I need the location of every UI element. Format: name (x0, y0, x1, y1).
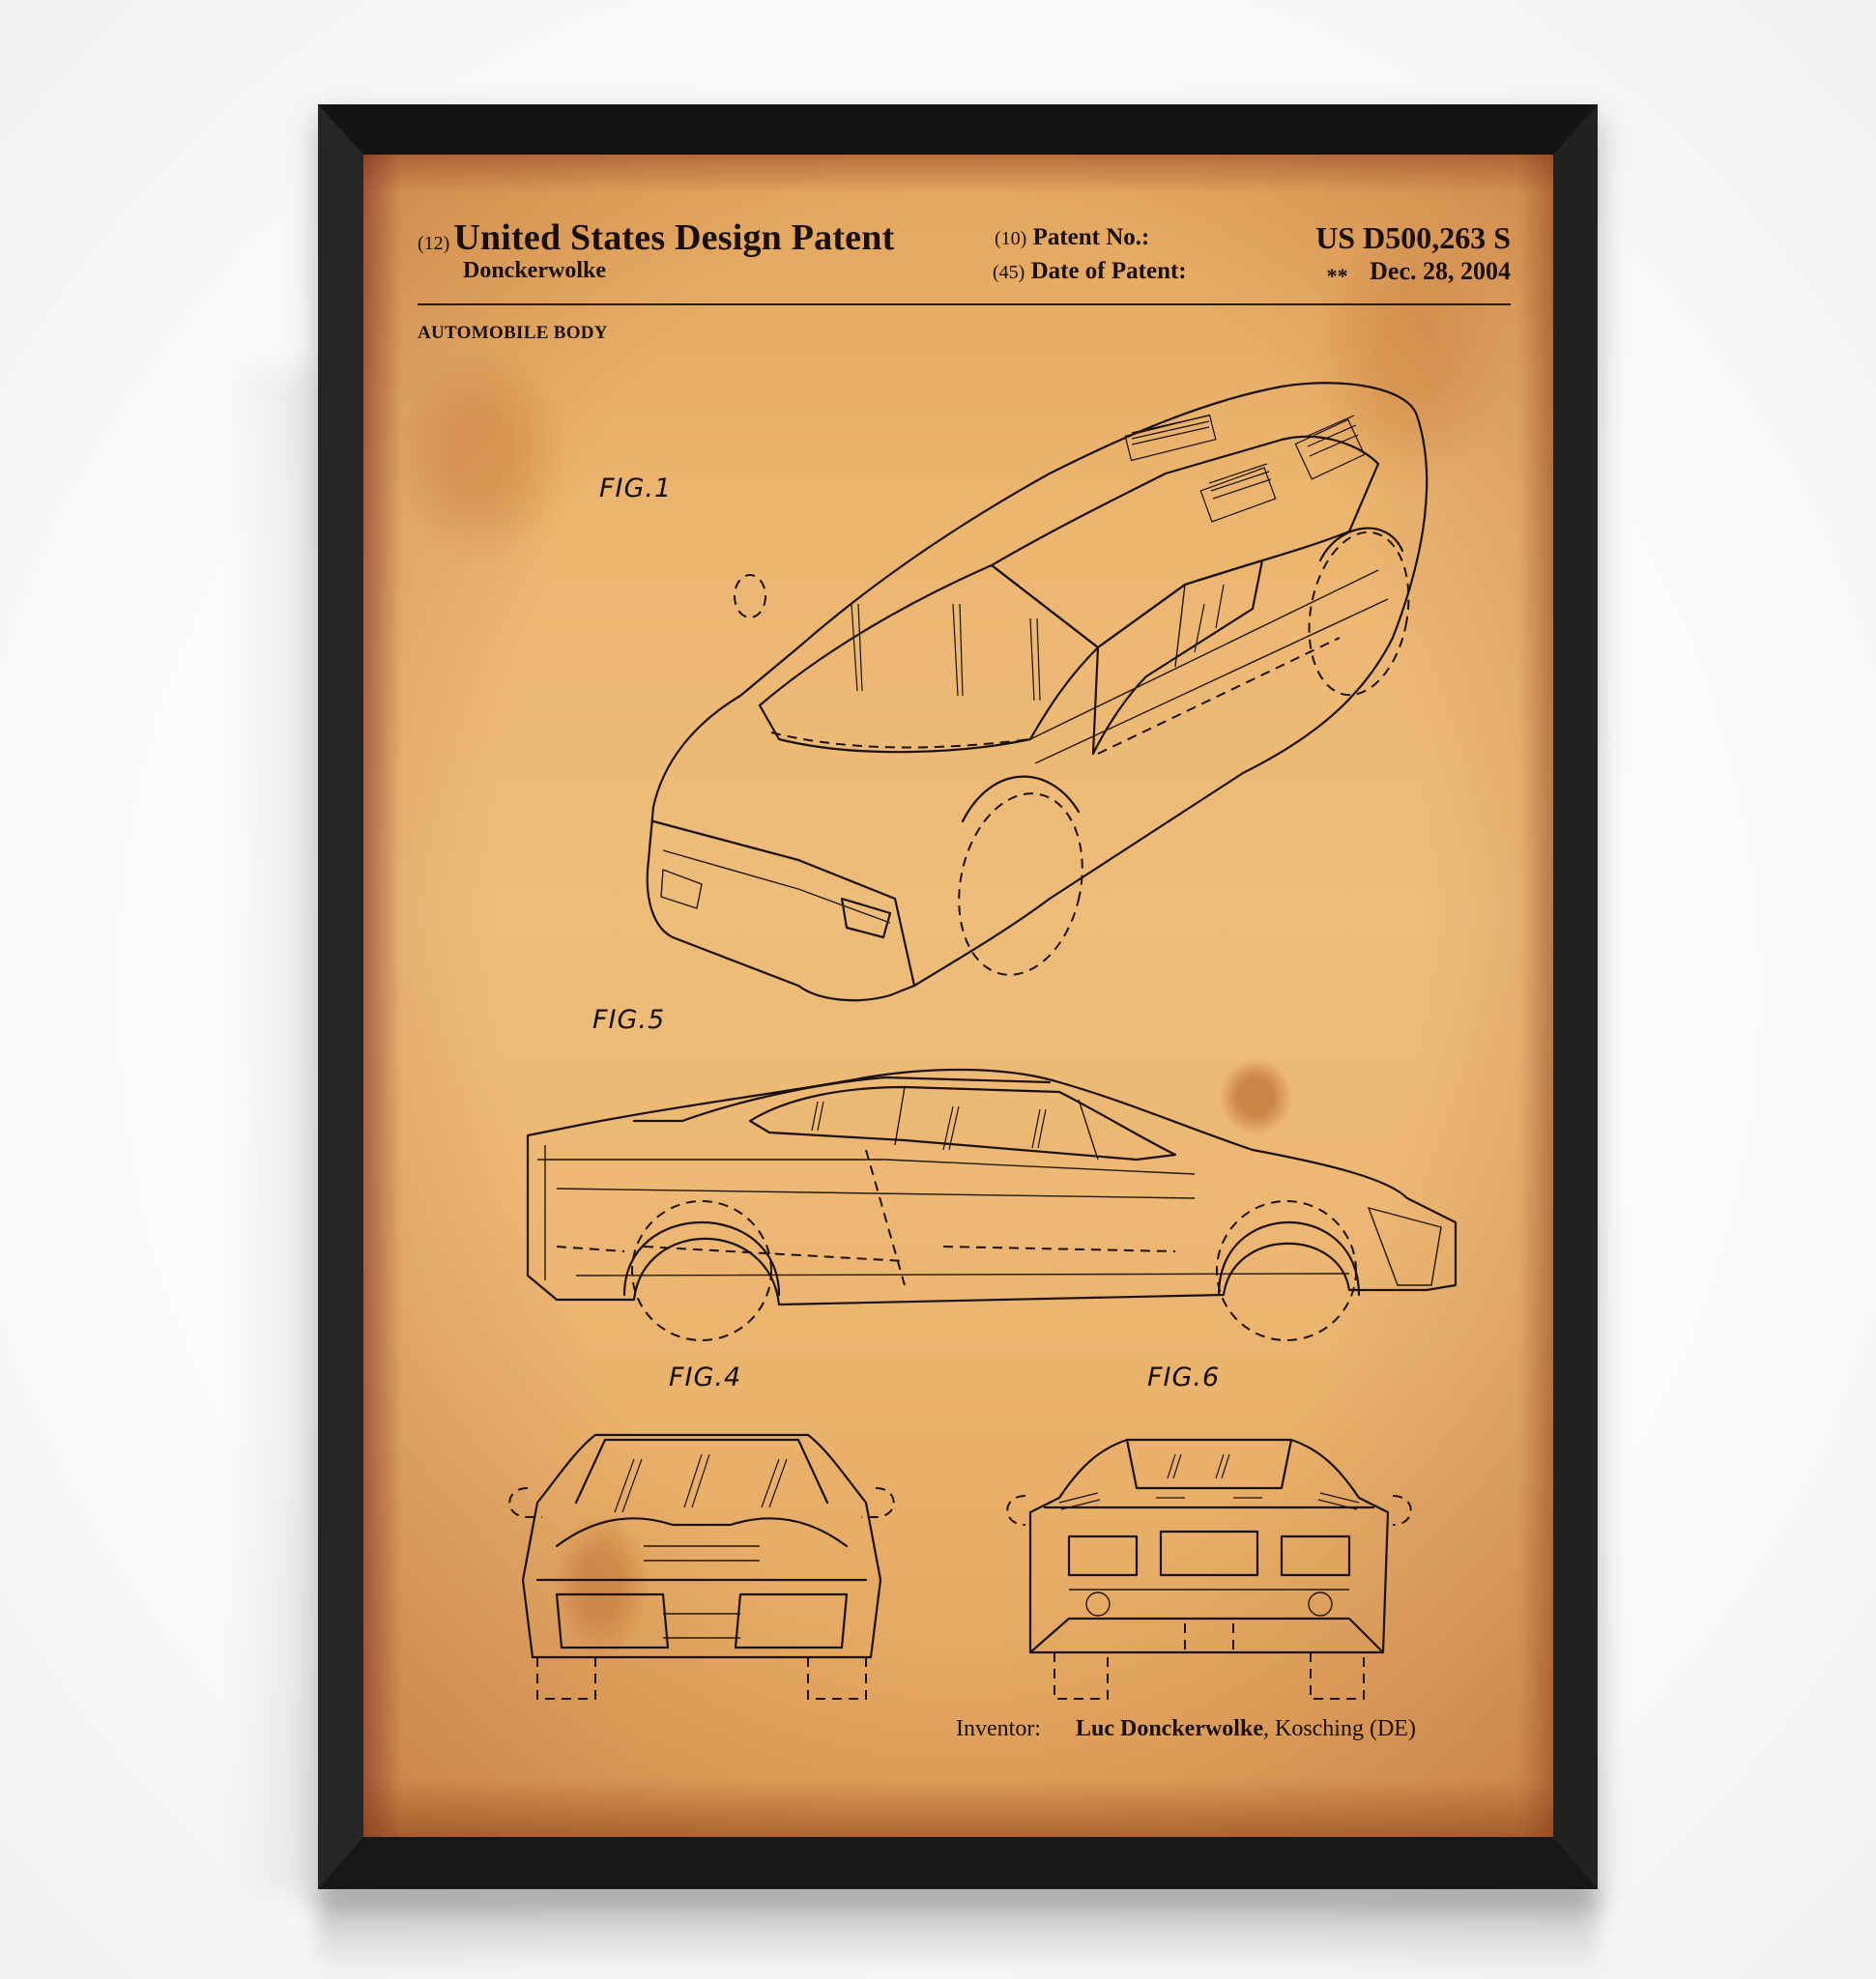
frame-left-bevel (318, 104, 363, 1889)
car-perspective-icon (646, 382, 1429, 1002)
car-rear-view-icon (1006, 1438, 1412, 1700)
patent-date-value: ** Dec. 28, 2004 (1326, 257, 1511, 288)
patent-number-label-text: Patent No.: (1032, 224, 1150, 250)
patent-date-label-text: Date of Patent: (1030, 258, 1187, 284)
figure-label-4: FIG.4 (669, 1362, 742, 1392)
patent-number-value: US D500,263 S (1315, 220, 1511, 255)
date-marker: ** (1326, 264, 1348, 288)
patent-number-label: (10) Patent No.: (995, 224, 1149, 251)
patent-print: (12) United States Design Patent Doncker… (363, 155, 1553, 1837)
patent-date-code: (45) (993, 262, 1025, 283)
wall-shadow (232, 367, 319, 1894)
patent-number-code: (10) (995, 228, 1027, 249)
water-stain (363, 1779, 1553, 1837)
frame-top-bevel (318, 104, 1598, 155)
patent-subject: AUTOMOBILE BODY (418, 323, 608, 343)
inventor-label: Inventor: (956, 1716, 1041, 1741)
frame-right-bevel (1553, 104, 1598, 1889)
figure-5-side-drawing (499, 1053, 1465, 1343)
figure-label-1: FIG.1 (599, 473, 673, 503)
car-front-view-icon (508, 1433, 895, 1700)
aged-edge (1518, 155, 1553, 1837)
aged-edge (363, 155, 1553, 193)
assignee-name: Donckerwolke (463, 258, 606, 283)
figure-label-5: FIG.5 (592, 1005, 666, 1035)
frame-shadow (318, 1889, 1598, 1976)
figure-label-6: FIG.6 (1147, 1362, 1221, 1392)
car-side-view-icon (526, 1068, 1458, 1341)
patent-date-label: (45) Date of Patent: (993, 258, 1187, 285)
patent-title: (12) United States Design Patent (418, 216, 894, 259)
figure-6-rear-drawing (1001, 1411, 1417, 1701)
patent-date-text: Dec. 28, 2004 (1370, 257, 1511, 285)
inventor-location: , Kosching (DE) (1262, 1716, 1416, 1741)
header-divider (418, 303, 1511, 305)
title-text: United States Design Patent (453, 217, 895, 258)
figure-1-perspective-drawing (508, 358, 1456, 1044)
inventor-line: Inventor: Luc Donckerwolke, Kosching (DE… (956, 1716, 1416, 1742)
inventor-name: Luc Donckerwolke (1075, 1716, 1263, 1741)
frame-bottom-bevel (318, 1837, 1598, 1889)
title-code: (12) (418, 233, 450, 254)
figure-4-front-drawing (499, 1411, 905, 1701)
aged-edge (363, 155, 402, 1837)
